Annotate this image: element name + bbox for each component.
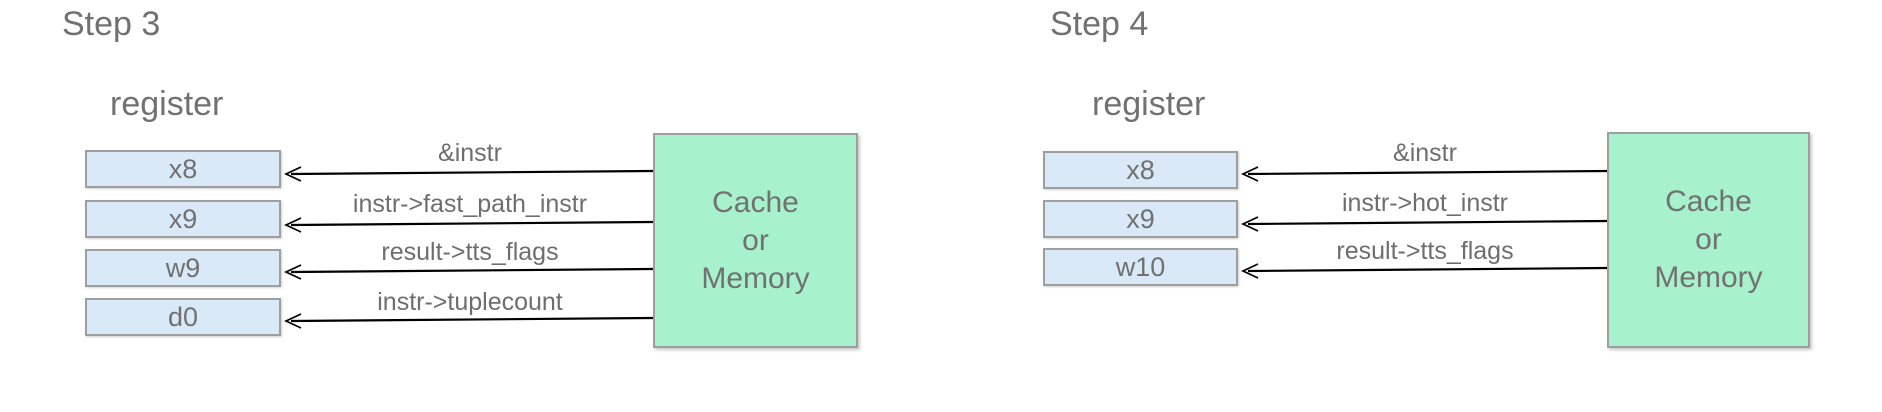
- register-name: d0: [167, 301, 199, 332]
- step4-title: Step 4: [1050, 5, 1149, 43]
- register-box-x8: x8: [1043, 151, 1238, 189]
- step3-register-label: register: [110, 85, 224, 123]
- register-name: x9: [168, 203, 198, 234]
- transfer-arrow: [1240, 216, 1608, 232]
- cache-memory-box: Cache or Memory: [653, 133, 858, 348]
- cache-memory-label: Cache or Memory: [701, 185, 810, 295]
- arrow-label: instr->hot_instr: [1341, 189, 1509, 217]
- transfer-arrow: [283, 217, 654, 233]
- transfer-arrow: [283, 166, 654, 182]
- step4-register-label: register: [1092, 85, 1206, 123]
- register-name: w10: [1115, 251, 1166, 282]
- transfer-arrow: [283, 313, 654, 329]
- register-name: w9: [165, 252, 201, 283]
- register-box-x9: x9: [1043, 200, 1238, 238]
- transfer-arrow: [1240, 263, 1608, 279]
- arrow-label: instr->fast_path_instr: [352, 190, 588, 218]
- cache-memory-label: Cache or Memory: [1654, 185, 1763, 294]
- register-box-w9: w9: [85, 249, 281, 287]
- transfer-arrow: [1240, 166, 1608, 182]
- arrow-label: &instr: [1393, 139, 1457, 167]
- cache-memory-box: Cache or Memory: [1607, 132, 1810, 348]
- register-box-x8: x8: [85, 150, 281, 188]
- step3-title: Step 3: [62, 5, 161, 43]
- arrow-label: result->tts_flags: [1336, 237, 1514, 265]
- register-box-w10: w10: [1043, 248, 1238, 286]
- register-name: x8: [168, 153, 198, 184]
- register-box-x9: x9: [85, 200, 281, 238]
- arrow-label: instr->tuplecount: [377, 288, 563, 316]
- register-name: x9: [1126, 203, 1155, 234]
- register-box-d0: d0: [85, 298, 281, 336]
- transfer-arrow: [283, 264, 654, 280]
- arrow-label: &instr: [438, 139, 502, 167]
- arrow-label: result->tts_flags: [381, 238, 559, 266]
- register-name: x8: [1126, 154, 1155, 185]
